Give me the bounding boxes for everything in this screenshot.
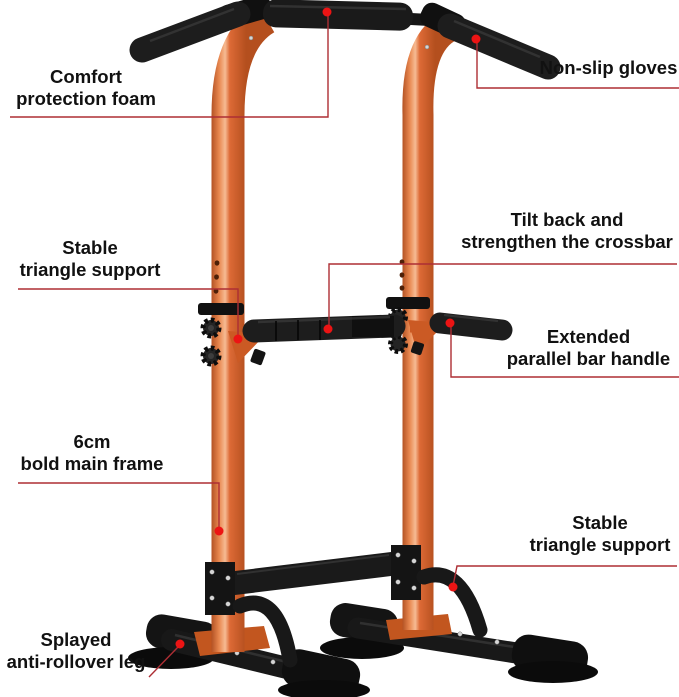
comfort-foam-pad — [262, 0, 414, 31]
callout-tilt-back-crossbar: Tilt back and strengthen the crossbar — [455, 209, 679, 253]
marker-dot-stable-left — [233, 334, 243, 344]
callout-text: protection foam — [16, 88, 156, 109]
leader-line-nonslip — [476, 41, 679, 89]
marker-dot-stable-right — [448, 582, 458, 592]
callout-stable-triangle-support-left: Stable triangle support — [0, 237, 180, 281]
clamp-bracket-right — [386, 297, 430, 309]
clamp-bracket-left — [198, 303, 244, 315]
callout-text: bold main frame — [20, 453, 164, 474]
callout-comfort-protection-foam: Comfort protection foam — [0, 66, 172, 110]
marker-dot-tilt — [323, 324, 333, 334]
callout-text: Splayed — [40, 629, 112, 650]
callout-stable-triangle-support-right: Stable triangle support — [521, 512, 679, 556]
bottom-crossbar — [235, 552, 391, 595]
callout-text: parallel bar handle — [506, 348, 671, 369]
marker-dot-comfort — [322, 7, 332, 17]
callout-text: Stable — [62, 237, 118, 258]
callout-text: Non-slip gloves — [539, 57, 678, 78]
leader-line-stable-left — [18, 288, 239, 337]
leader-line-mainframe — [18, 482, 220, 529]
leader-line-stable-right — [452, 565, 677, 587]
callout-6cm-bold-main-frame: 6cm bold main frame — [8, 431, 176, 475]
leader-line-tilt — [328, 263, 677, 327]
leader-line-comfort — [10, 13, 329, 118]
pull-up-handle-left — [129, 1, 251, 63]
dip-bar-assembly — [198, 297, 513, 367]
suction-foot-icon — [278, 680, 370, 697]
callout-text: triangle support — [19, 259, 161, 280]
leader-line-splayed — [148, 645, 180, 678]
callout-text: triangle support — [529, 534, 671, 555]
callout-text: Tilt back and — [510, 209, 624, 230]
base-leg-right — [320, 603, 598, 683]
mount-plate-right — [391, 545, 421, 600]
callout-extended-parallel-bar-handle: Extended parallel bar handle — [498, 326, 679, 370]
marker-dot-extended — [445, 318, 455, 328]
triangle-support-arm-left — [232, 595, 298, 668]
mount-plate-left — [205, 562, 235, 615]
leader-line-extended — [450, 326, 679, 378]
callout-text: Extended — [546, 326, 631, 347]
marker-dot-splayed — [175, 639, 185, 649]
callout-text: Comfort — [50, 66, 122, 87]
suction-foot-icon — [508, 661, 598, 683]
callout-text: strengthen the crossbar — [461, 231, 673, 252]
callout-text: anti-rollover leg — [6, 651, 146, 672]
callout-splayed-anti-rollover-leg: Splayed anti-rollover leg — [0, 629, 152, 673]
adjustment-knob-icon — [200, 317, 222, 367]
marker-dot-nonslip — [471, 34, 481, 44]
pull-up-bar — [129, 0, 561, 80]
lower-frame — [205, 545, 488, 668]
annotations — [10, 7, 679, 678]
triangle-support-arm-right — [416, 567, 488, 638]
pull-up-handle-right — [437, 13, 561, 80]
marker-dot-mainframe — [214, 526, 224, 536]
callout-non-slip-gloves: Non-slip gloves — [538, 57, 679, 79]
callout-text: 6cm — [73, 431, 111, 452]
callout-text: Stable — [572, 512, 628, 533]
